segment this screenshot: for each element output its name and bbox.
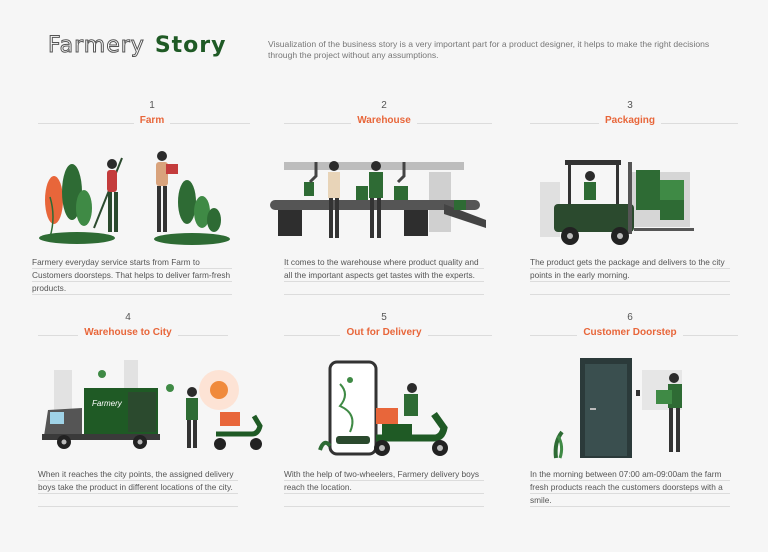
step-description: When it reaches the city points, the ass…: [38, 469, 234, 492]
step-label-row: Out for Delivery: [264, 327, 504, 341]
step-number: 5: [381, 312, 387, 323]
step-title: Packaging: [510, 115, 750, 126]
step-title: Warehouse to City: [8, 327, 248, 338]
scooter-delivery-illustration: [318, 360, 448, 456]
step-number: 4: [125, 312, 131, 323]
step-label-row: Warehouse to City: [8, 327, 248, 341]
step-description: In the morning between 07:00 am-09:00am …: [530, 469, 723, 505]
truck-brand-text: Farmery: [92, 399, 123, 408]
city-delivery-illustration: Farmery: [42, 360, 263, 450]
step-label-row: Customer Doorstep: [510, 327, 750, 341]
step-number: 6: [627, 312, 633, 323]
step-warehouse: 2 Warehouse It comes to the warehouse wh…: [264, 100, 504, 310]
step-out-for-delivery: 5 Out for Delivery With the help of two-…: [264, 312, 504, 522]
step-number: 3: [627, 100, 633, 111]
step-title: Out for Delivery: [264, 327, 504, 338]
step-label-row: Warehouse: [264, 115, 504, 129]
farm-illustration: [39, 151, 230, 245]
step-description: With the help of two-wheelers, Farmery d…: [284, 469, 480, 492]
page-title: Farmery Story: [48, 32, 227, 59]
step-label-row: Packaging: [510, 115, 750, 129]
title-farmery: Farmery: [48, 33, 145, 59]
step-number: 2: [381, 100, 387, 111]
step-number: 1: [149, 100, 155, 111]
doorstep-illustration: [553, 358, 682, 459]
step-title: Customer Doorstep: [510, 327, 750, 338]
packaging-illustration: [540, 160, 694, 245]
step-label-row: Farm: [32, 115, 272, 129]
page-subtitle: Visualization of the business story is a…: [268, 39, 710, 60]
step-title: Warehouse: [264, 115, 504, 126]
step-warehouse-to-city: 4 Warehouse to City Farmery When it reac…: [8, 312, 263, 522]
step-description: Farmery everyday service starts from Far…: [32, 257, 231, 293]
step-farm: 1 Farm Farmery everyday service starts f…: [32, 100, 272, 310]
step-description: The product gets the package and deliver…: [530, 257, 725, 280]
step-description: It comes to the warehouse where product …: [284, 257, 479, 280]
step-title: Farm: [32, 115, 272, 126]
warehouse-illustration: [270, 161, 486, 238]
step-customer-doorstep: 6 Customer Doorstep In the morning betwe…: [510, 312, 750, 522]
page-header: Farmery Story Visualization of the busine…: [0, 0, 768, 80]
title-story: Story: [154, 33, 227, 58]
step-packaging: 3 Packaging The product gets the package…: [510, 100, 750, 310]
